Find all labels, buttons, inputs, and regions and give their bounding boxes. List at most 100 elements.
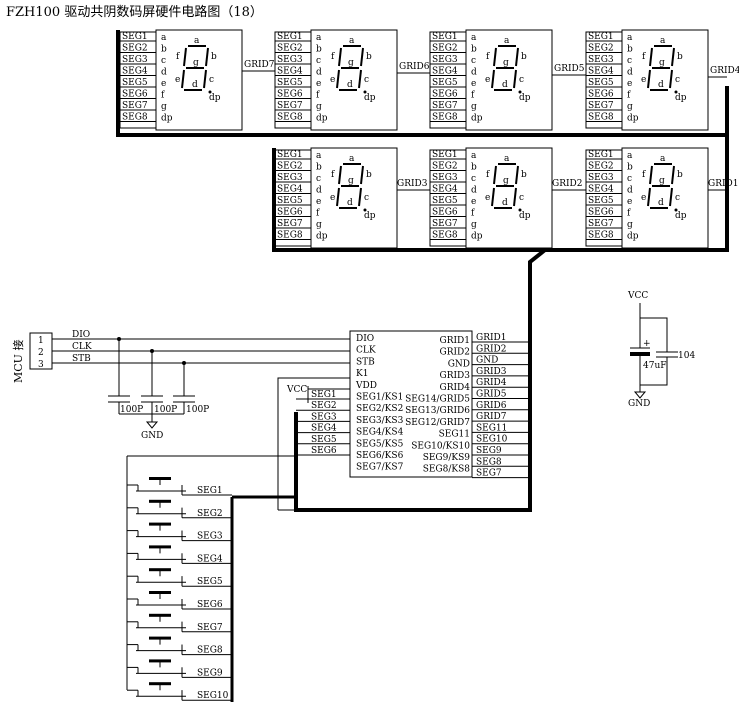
grid-label: GRID2 — [552, 179, 582, 189]
cap-label-2: 100P — [154, 405, 177, 415]
power-gnd-symbol — [633, 391, 647, 399]
ic-right-pin: SEG11 — [439, 430, 470, 440]
ic-right-pin: SEG9/KS9 — [423, 453, 471, 463]
ic-right-net: GRID2 — [476, 344, 506, 354]
digit-pin-label: e — [627, 197, 632, 207]
ic-left-pins: DIOCLKSTBK1VDDSEG1/KS1SEG2/KS2SEG3/KS3SE… — [355, 334, 404, 473]
digit-pin-label: c — [316, 174, 321, 184]
seg-label: SEG5 — [122, 78, 148, 88]
digit-pin-label: c — [471, 174, 476, 184]
digit-pin-label: b — [627, 45, 633, 55]
ic-left-pin: SEG7/KS7 — [356, 463, 404, 473]
seg-letter-b: b — [521, 170, 527, 180]
ic-right-outer-labels: GRID1GRID2GNDGRID3GRID4GRID5GRID6GRID7SE… — [472, 333, 530, 479]
seg-letter-dp: dp — [675, 211, 687, 221]
seg-label: SEG6 — [432, 208, 458, 218]
digit-pin-label: g — [471, 220, 477, 230]
digit-pin-label: f — [627, 209, 631, 219]
digit-pin-label: a — [316, 33, 322, 43]
ic-right-net: SEG10 — [476, 435, 508, 445]
signal-stb: STB — [72, 354, 91, 364]
mcu-pin-1: 1 — [38, 336, 44, 346]
vcc-ic-label: VCC — [286, 385, 307, 395]
key-switch: SEG8 — [127, 636, 232, 656]
seg-letter-c: c — [519, 193, 524, 203]
power-vcc-label: VCC — [627, 291, 648, 301]
seg-letter-g: g — [659, 176, 665, 186]
seg-letter-d: d — [658, 80, 664, 90]
seg-letter-f: f — [642, 170, 646, 180]
seg-label: SEG2 — [277, 44, 303, 54]
digit-pin-label: f — [316, 91, 320, 101]
seg-letter-dp: dp — [364, 93, 376, 103]
cap1-plate-2 — [630, 352, 650, 356]
seg-label: SEG2 — [122, 44, 148, 54]
digit-pin-label: a — [627, 33, 633, 43]
segment-stroke — [336, 69, 340, 89]
key-seg-label: SEG1 — [197, 486, 223, 496]
seg-letter-a: a — [349, 36, 355, 46]
seg-letter-f: f — [486, 52, 490, 62]
key-matrix: SEG1SEG2SEG3SEG4SEG5SEG6SEG7SEG8SEG9SEG1… — [127, 477, 232, 701]
digit-pin-label: d — [316, 186, 322, 196]
seg-letter-dp: dp — [209, 93, 221, 103]
seg-label: SEG4 — [432, 185, 458, 195]
ic-left-pin: SEG3/KS3 — [356, 416, 404, 426]
seg-label: SEG6 — [277, 90, 303, 100]
ic-right-pin: GRID2 — [440, 348, 470, 358]
key-switch: SEG5 — [127, 568, 232, 587]
cap1-value: 47uF — [643, 361, 667, 371]
seg-label: SEG1 — [277, 150, 303, 160]
segment-stroke — [669, 69, 673, 89]
ic-left-pin: CLK — [356, 346, 376, 356]
seg-label: SEG7 — [122, 101, 148, 111]
cap1-plus: + — [643, 339, 651, 349]
wire-k1 — [277, 377, 350, 510]
ic-right-net: SEG7 — [476, 469, 502, 479]
digit-pin-label: d — [161, 68, 167, 78]
key-seg-label: SEG7 — [197, 623, 223, 633]
seg-label: SEG3 — [122, 55, 148, 65]
seg-label: SEG8 — [588, 113, 614, 123]
seg-letter-c: c — [364, 193, 369, 203]
seg-letter-b: b — [211, 52, 217, 62]
seg-letter-b: b — [366, 170, 372, 180]
ic-right-net: GND — [476, 356, 498, 366]
digit-pin-label: g — [627, 102, 633, 112]
digit-pin-label: a — [471, 151, 477, 161]
ic-left-net: SEG3 — [311, 412, 337, 422]
seg-letter-dp: dp — [675, 93, 687, 103]
seg-label-box — [119, 31, 157, 129]
key-seg-label: SEG8 — [197, 646, 223, 656]
ic-right-net: SEG11 — [476, 423, 507, 433]
digit-pin-label: dp — [471, 232, 483, 242]
decimal-point — [518, 208, 522, 212]
key-seg-label: SEG2 — [197, 509, 223, 519]
digit-pin-label: e — [316, 197, 321, 207]
segment-stroke — [493, 165, 497, 185]
seg-label: SEG8 — [432, 113, 458, 123]
seg-label: SEG6 — [122, 90, 148, 100]
digit-pin-label: g — [316, 102, 322, 112]
grid-label: GRID5 — [554, 64, 585, 74]
cap-clk — [141, 351, 163, 422]
seg-letter-g: g — [193, 58, 199, 68]
seg-label: SEG7 — [588, 101, 614, 111]
seg-letter-d: d — [192, 80, 198, 90]
digit-pin-label: e — [627, 79, 632, 89]
grid-label: GRID4 — [710, 66, 739, 76]
mcu-pin-3: 3 — [38, 360, 44, 370]
seg-label-box — [274, 149, 312, 247]
digit-pin-label: b — [471, 45, 477, 55]
digit-pin-label: d — [471, 186, 477, 196]
seg-letter-a: a — [504, 154, 510, 164]
seg-label-box — [429, 149, 467, 247]
ic-right-net: GRID4 — [476, 378, 507, 388]
decimal-point — [518, 90, 522, 94]
